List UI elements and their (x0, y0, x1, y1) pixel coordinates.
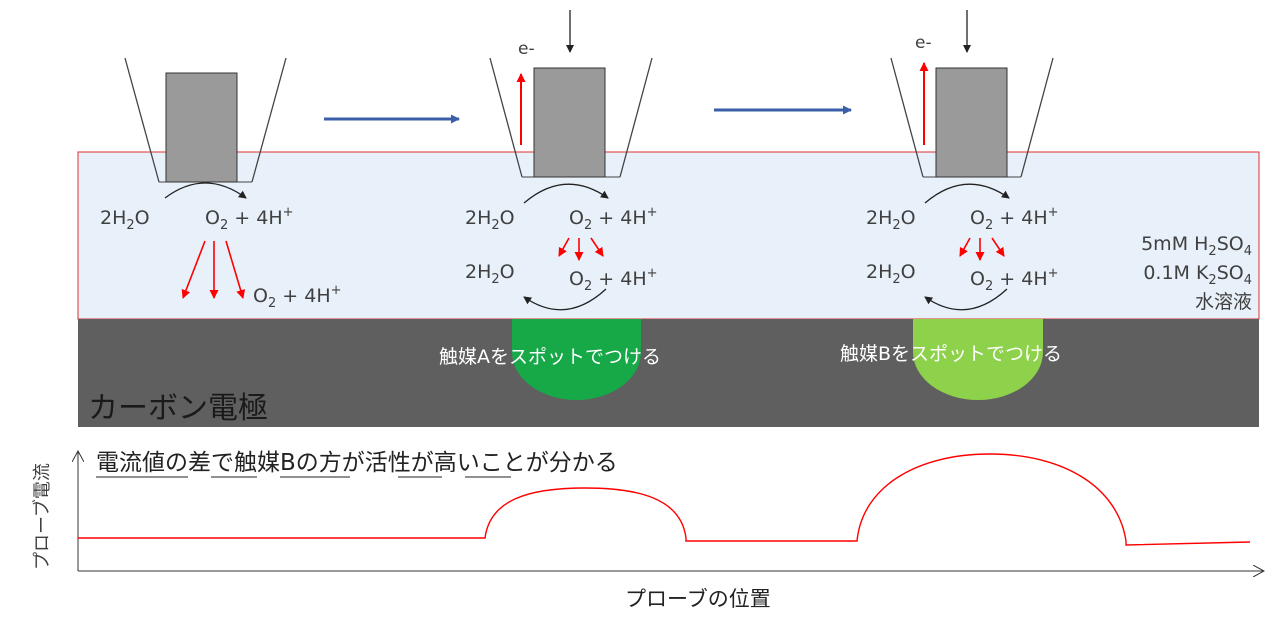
water-formula-2b: 2H2O (465, 261, 515, 287)
probe-current-curve (78, 453, 1251, 546)
solution-line-3: 水溶液 (1195, 291, 1252, 313)
water-formula-2: 2H2O (465, 207, 515, 233)
catalyst-a-label: 触媒Aをスポットでつける (439, 346, 661, 368)
oxygen-formula-1b: O2 + 4H+ (253, 283, 342, 311)
reaction-arrow-1 (164, 182, 247, 199)
probe-3 (890, 57, 1054, 178)
reaction-arrow-2-bottom (523, 288, 607, 311)
electron-label-3: e- (915, 33, 932, 53)
oxygen-formula-2b: O2 + 4H+ (569, 266, 658, 294)
catalyst-b-spot (913, 319, 1043, 400)
catalyst-b-label: 触媒Bをスポットでつける (840, 343, 1062, 365)
electrolyte-solution (77, 151, 1260, 320)
x-axis-label: プローブの位置 (625, 587, 771, 611)
reaction-arrow-3-bottom (924, 288, 1008, 311)
water-formula-1: 2H2O (100, 207, 150, 233)
diffusion-arrows-2 (558, 237, 604, 261)
oxygen-formula-1: O2 + 4H+ (205, 205, 294, 233)
reaction-arrow-3-top (924, 183, 1010, 204)
diffusion-arrows-3 (959, 237, 1005, 261)
diffusion-arrows-1 (181, 240, 246, 299)
y-axis-label: プローブ電流 (31, 463, 53, 570)
solution-line-2: 0.1M K2SO4 (1143, 262, 1252, 288)
reaction-arrow-2-top (523, 183, 609, 204)
water-formula-3b: 2H2O (866, 261, 916, 287)
oxygen-formula-3b: O2 + 4H+ (970, 266, 1059, 294)
conclusion-text: 電流値の差で触媒Bの方が活性が高いことが分かる (96, 450, 618, 476)
probe-2 (489, 57, 653, 178)
electrode-label: カーボン電極 (88, 391, 268, 426)
probe-1 (124, 57, 287, 183)
oxygen-formula-2: O2 + 4H+ (569, 205, 658, 233)
catalyst-a-spot (512, 319, 641, 401)
oxygen-formula-3: O2 + 4H+ (970, 205, 1059, 233)
solution-line-1: 5mM H2SO4 (1141, 233, 1252, 259)
electron-label-2: e- (518, 39, 535, 59)
water-formula-3: 2H2O (866, 207, 916, 233)
carbon-electrode (78, 319, 1259, 427)
